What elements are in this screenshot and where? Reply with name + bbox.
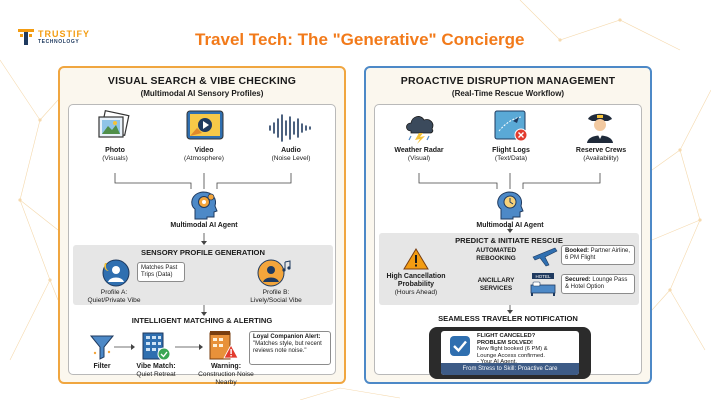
ai-clock-agent-icon [497,191,524,220]
notification-message: FLIGHT CANCELED? PROBLEM SOLVED! New fli… [477,333,548,365]
profile-data-note: Matches Past Trips (Data) [137,262,185,282]
profile-b-icon [257,259,291,287]
panel-title: PROACTIVE DISRUPTION MANAGEMENT [400,75,616,87]
notification-title: SEAMLESS TRAVELER NOTIFICATION [438,314,578,323]
warning-label: Warning:Construction Noise Nearby [198,363,254,386]
page-title: Travel Tech: The "Generative" Concierge [195,30,525,49]
pilot-icon [587,113,613,143]
disruption-management-panel: PROACTIVE DISRUPTION MANAGEMENT (Real-Ti… [364,66,652,384]
hotel-warning-icon [209,331,239,360]
predict-rescue-band: PREDICT & INITIATE RESCUE High Cancellat… [379,233,639,305]
notification-footer: From Stress to Skill: Proactive Care [441,363,579,375]
brand-mark-icon [18,29,34,45]
panel-subtitle: (Real-Time Rescue Workflow) [451,89,565,98]
alert-title: Loyal Companion Alert: [253,334,321,340]
alert-text: "Matches style, but recent reviews note … [253,341,322,354]
input-photo-label: Photo(Visuals) [102,147,128,162]
checkmark-icon [450,336,470,356]
photo-icon [98,110,130,138]
filter-label: Filter [93,363,111,370]
panel-content: Weather Radar(Visual) Flight Logs(Text/D… [374,104,642,379]
visual-search-panel: VISUAL SEARCH & VIBE CHECKING (Multimoda… [58,66,346,386]
risk-label: High Cancellation Probability(Hours Ahea… [386,273,446,296]
loyal-companion-alert: Loyal Companion Alert: "Matches style, b… [249,331,331,365]
panel-subtitle: (Multimodal AI Sensory Profiles) [140,89,264,98]
input-weather-label: Weather Radar(Visual) [394,147,444,162]
ai-brain-gear-icon [191,191,218,220]
ancillary-services-label: ANCILLARY SERVICES [477,277,515,292]
audio-wave-icon [269,114,311,142]
filter-funnel-icon [89,335,115,360]
band-title: PREDICT & INITIATE RESCUE [455,236,563,245]
input-crews-label: Reserve Crews(Availability) [575,147,627,162]
ai-agent-label: Multimodal AI Agent [476,222,544,229]
matching-title: INTELLIGENT MATCHING & ALERTING [131,316,273,325]
panel-title: VISUAL SEARCH & VIBE CHECKING [107,75,297,87]
video-icon [186,110,224,140]
secured-note: Secured: Lounge Pass & Hotel Option [561,274,635,294]
automated-rebooking-label: AUTOMATED REBOOKING [475,247,517,262]
flow-connectors [114,173,292,350]
brand-name: TRUSTIFY [38,28,90,39]
profile-a-label: Profile A:Quiet/Private Vibe [87,289,141,304]
flight-log-icon [494,110,528,142]
vibe-match-label: Vibe Match:Quiet Retreat [136,363,176,378]
booked-note: Booked: Partner Airline, 6 PM Flight [561,245,635,265]
hotel-bed-icon: HOTEL [530,273,556,296]
warning-triangle-icon [403,248,429,270]
airplane-icon [532,247,558,267]
brand-logo: TRUSTIFY TECHNOLOGY [18,28,90,46]
panel-content: Photo(Visuals) Video(Atmosphere) [68,104,336,386]
profile-b-label: Profile B:Lively/Social Vibe [250,289,302,304]
phone-screen: FLIGHT CANCELED? PROBLEM SOLVED! New fli… [441,331,579,375]
brand-subname: TECHNOLOGY [38,38,80,45]
input-audio-label: Audio(Noise Level) [271,147,311,162]
hotel-sign-text: HOTEL [535,274,551,279]
ai-agent-label: Multimodal AI Agent [170,222,238,229]
profile-a-icon [102,259,130,287]
sensory-profile-band: SENSORY PROFILE GENERATION Matches Past … [73,245,333,305]
storm-cloud-icon [406,116,434,144]
hotel-match-icon [142,332,171,361]
band-title: SENSORY PROFILE GENERATION [141,248,265,257]
input-video-label: Video(Atmosphere) [184,147,224,162]
phone-notification: FLIGHT CANCELED? PROBLEM SOLVED! New fli… [429,327,591,379]
input-flight-logs-label: Flight Logs(Text/Data) [492,147,530,162]
